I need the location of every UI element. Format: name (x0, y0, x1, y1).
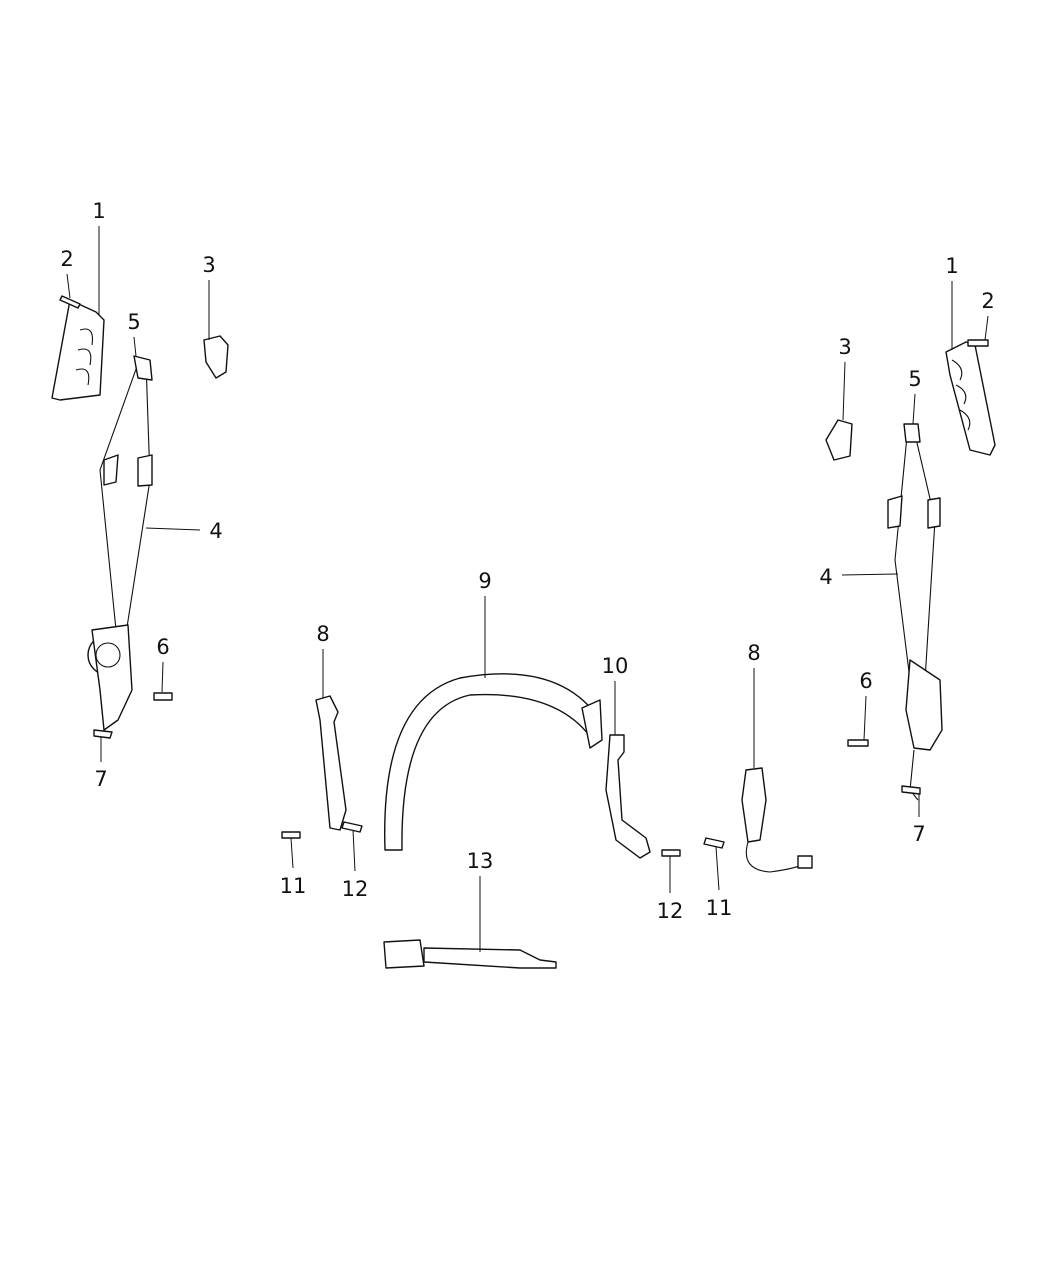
right-height-adjuster (945, 341, 996, 456)
left-height-adjuster (51, 299, 105, 401)
center-buckle-13 (383, 939, 557, 969)
right-bolt-7 (901, 785, 921, 795)
left-bolt-7 (93, 729, 113, 739)
right-trim-cap (825, 419, 853, 461)
right-retractor-belt (887, 423, 943, 801)
callout-right-1: 1 (945, 254, 958, 278)
callout-right-5: 5 (908, 367, 921, 391)
callout-right-4: 4 (819, 565, 832, 589)
center-buckle-8b (741, 767, 813, 873)
callout-left-7: 7 (94, 767, 107, 791)
left-bolt-2 (59, 295, 81, 309)
callout-right-2: 2 (981, 289, 994, 313)
center-buckle-8a (315, 695, 347, 831)
callout-center-12b: 12 (657, 899, 684, 923)
callout-center-10: 10 (602, 654, 629, 678)
left-bolt-6 (153, 692, 173, 701)
callout-center-13: 13 (467, 849, 494, 873)
callout-left-1: 1 (92, 199, 105, 223)
callout-left-3: 3 (202, 253, 215, 277)
callout-right-7: 7 (912, 822, 925, 846)
callout-center-11a: 11 (280, 874, 307, 898)
callout-left-4: 4 (209, 519, 222, 543)
callout-center-9: 9 (478, 569, 491, 593)
callout-center-8a: 8 (316, 622, 329, 646)
callout-left-5: 5 (127, 310, 140, 334)
callout-left-6: 6 (156, 635, 169, 659)
right-bolt-6 (847, 739, 869, 747)
callout-right-3: 3 (838, 335, 851, 359)
leader-lines (66, 226, 989, 952)
left-retractor-belt (87, 355, 153, 731)
left-trim-cap (203, 335, 229, 379)
callout-right-6: 6 (859, 669, 872, 693)
right-bolt-2 (967, 339, 989, 347)
center-belt-9 (384, 673, 603, 851)
callout-center-11b: 11 (706, 896, 733, 920)
callout-left-2: 2 (60, 247, 73, 271)
callout-center-8b: 8 (747, 641, 760, 665)
center-bolts (281, 821, 725, 857)
center-buckle-10 (605, 734, 651, 859)
callout-center-12a: 12 (342, 877, 369, 901)
